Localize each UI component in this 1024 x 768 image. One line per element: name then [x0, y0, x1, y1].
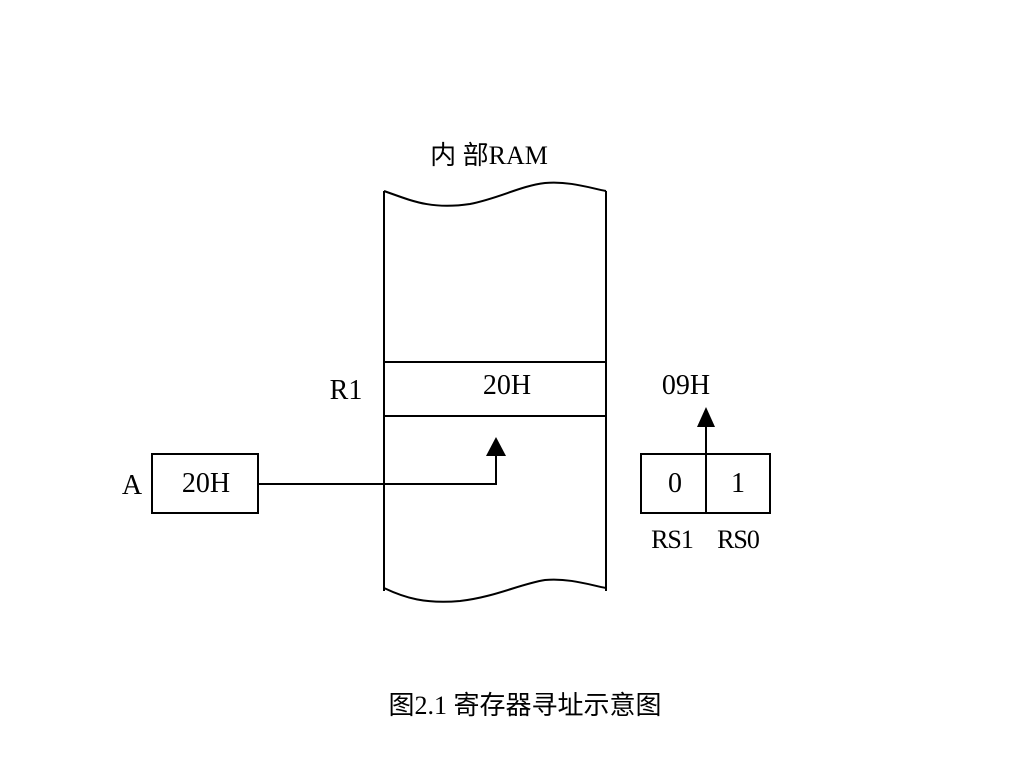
- register-a-value: 20H: [182, 468, 230, 499]
- memory-cell-value: 20H: [483, 370, 531, 401]
- r1-label: R1: [330, 375, 363, 406]
- ram-bottom-break: [383, 578, 607, 603]
- rs1-label: RS1: [651, 525, 693, 554]
- rs0-label: RS0: [717, 525, 760, 554]
- register-a-label: A: [122, 470, 143, 501]
- rs0-bit-value: 1: [731, 468, 745, 499]
- a-to-cell-arrowhead: [486, 437, 506, 456]
- ram-title: 内 部RAM: [430, 141, 548, 170]
- rs1-bit-value: 0: [668, 468, 682, 499]
- bank-address-label: 09H: [662, 370, 710, 401]
- bank-arrowhead: [697, 407, 715, 427]
- a-to-cell-connector: [258, 456, 497, 485]
- ram-top-break: [383, 181, 607, 207]
- figure-caption: 图2.1 寄存器寻址示意图: [388, 691, 661, 720]
